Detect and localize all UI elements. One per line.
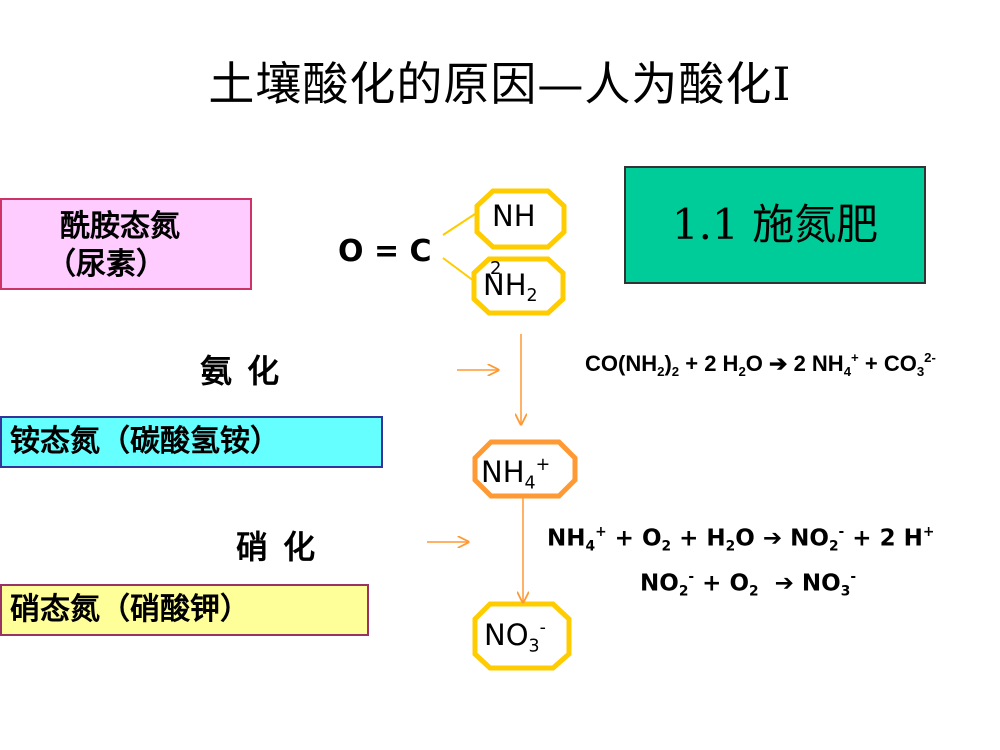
equation-nitrification-1: NH4+ + O2 + H2O ➔ NO2- + 2 H+ (547, 524, 934, 554)
eq2-part: + 2 H (844, 525, 923, 552)
eq3-part: NO (640, 570, 679, 597)
urea-nh-bottom-sub: 2 (526, 286, 538, 307)
equation-urea-hydrolysis: CO(NH2)2 + 2 H2O ➔ 2 NH4+ + CO32- (585, 350, 936, 379)
eq3-part (759, 571, 775, 597)
ammonium-ion: NH4+ (481, 455, 550, 493)
octagon-no3 (472, 601, 572, 671)
nh4-sub: 4 (524, 473, 536, 494)
eq1-sub: 3 (916, 363, 925, 379)
eq3-sup: - (688, 569, 695, 585)
urea-oc: O = C (338, 234, 432, 269)
bond-line-top (442, 211, 479, 236)
urea-sub-2: 2 (490, 258, 502, 279)
eq3-part: NO (793, 570, 841, 597)
nh4-sup: + (535, 455, 551, 475)
octagon-nh-bottom (471, 256, 566, 316)
eq2-part: + O (606, 525, 662, 552)
eq1-sub: 2 (738, 363, 746, 379)
nitrate-nitrogen-box: 硝态氮（硝酸钾） (0, 584, 369, 636)
eq2-sub: 2 (725, 538, 736, 555)
nitrate-ion: NO3- (484, 618, 546, 656)
eq1-sup: 2- (924, 350, 936, 365)
eq3-part: + O (694, 570, 749, 597)
equation-nitrification-2: NO2- + O2 ➔ NO3- (640, 569, 856, 599)
octagon-nh4 (472, 439, 578, 499)
eq1-part: + CO (858, 351, 917, 377)
section-label-box: 1.1 施氮肥 (624, 166, 926, 284)
ammonification-label: 氨 化 (200, 352, 282, 390)
urea-nh2-bottom: NH2 (483, 268, 538, 306)
eq1-part: + 2 H (679, 351, 739, 377)
eq1-sup: + (851, 350, 859, 365)
no3-base: NO (484, 618, 529, 653)
eq3-sup: - (850, 569, 857, 585)
eq3-sub: 2 (749, 583, 759, 600)
eq2-part: O (735, 525, 763, 552)
eq2-part: NH (547, 525, 586, 552)
eq2-sup: - (838, 524, 845, 540)
eq2-sub: 2 (661, 538, 672, 555)
eq2-sup: + (922, 524, 935, 540)
amide-label: 酰胺态氮 (60, 209, 180, 244)
octagon-nh-top (474, 188, 567, 250)
eq1-part: O (745, 351, 770, 377)
eq2-part: + H (671, 525, 726, 552)
urea-label: （尿素） (46, 247, 166, 282)
amide-nitrogen-box: 酰胺态氮 （尿素） (0, 198, 252, 290)
nitrification-label: 硝 化 (236, 528, 318, 566)
ammonium-nitrogen-box: 铵态氮（碳酸氢铵） (0, 416, 383, 468)
reaction-arrow-icon: ➔ (762, 525, 783, 552)
eq2-sub: 2 (828, 538, 839, 555)
eq1-sub: 2 (657, 363, 665, 379)
reaction-arrow-icon: ➔ (774, 570, 794, 597)
eq2-part: NO (782, 525, 829, 552)
no3-sup: - (539, 618, 546, 638)
eq3-sub: 3 (840, 583, 851, 600)
eq1-part: ) (664, 351, 672, 377)
eq1-sub: 4 (843, 363, 852, 379)
eq1-sub: 2 (671, 363, 680, 379)
eq1-part: 2 NH (787, 351, 844, 377)
eq2-sub: 4 (585, 538, 596, 555)
no3-sub: 3 (528, 636, 540, 657)
eq2-sup: + (595, 524, 607, 540)
eq3-sub: 2 (678, 583, 689, 600)
urea-nh-top: NH (492, 199, 536, 233)
nh4-base: NH (481, 455, 525, 490)
eq1-part: CO(NH (585, 351, 658, 377)
slide-title: 土壤酸化的原因—人为酸化Ⅰ (208, 57, 792, 111)
urea-nh-bottom-base: NH (483, 268, 527, 302)
reaction-arrow-icon: ➔ (769, 351, 788, 377)
